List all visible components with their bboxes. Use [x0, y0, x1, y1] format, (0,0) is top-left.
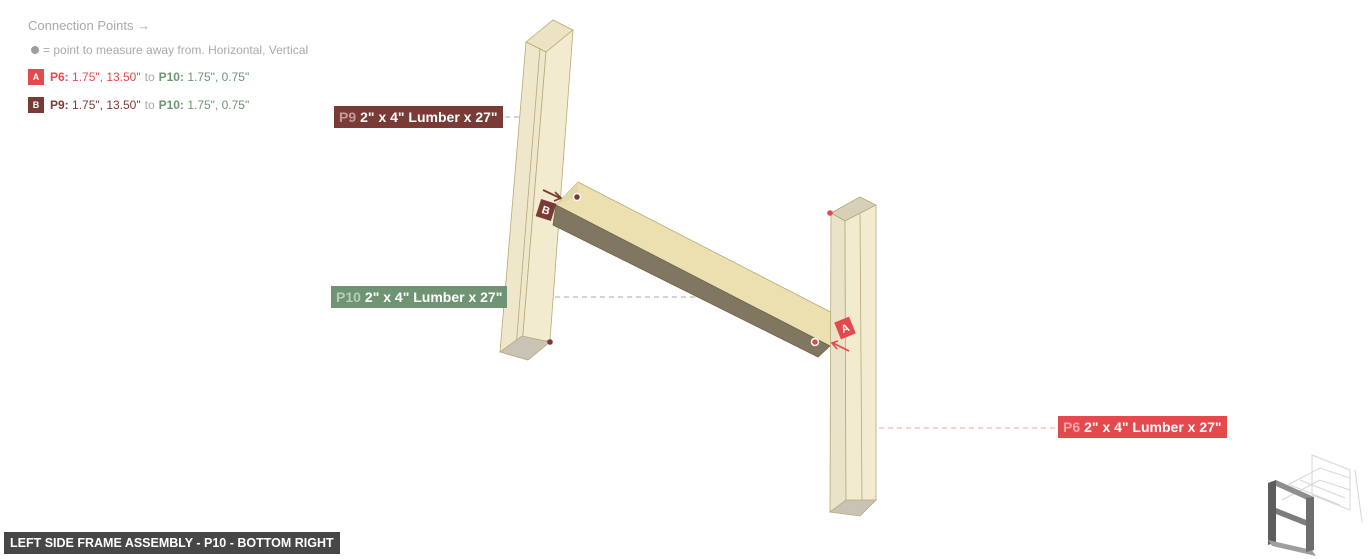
part-id: P10: [336, 289, 361, 305]
part-p6-post[interactable]: [827, 196, 877, 517]
measure-point-icon: [31, 46, 39, 54]
marker-a-label: A: [839, 322, 851, 336]
to-part: P10:: [158, 98, 184, 112]
legend-note-text: = point to measure away from. Horizontal…: [43, 43, 309, 57]
part-id: P6: [1063, 419, 1081, 435]
legend-row-b: B P9: 1.75", 13.50" to P10: 1.75", 0.75": [28, 97, 308, 113]
legend-row-a: A P6: 1.75", 13.50" to P10: 1.75", 0.75": [28, 69, 308, 85]
from-part: P9:: [50, 98, 69, 112]
badge-b: B: [28, 97, 44, 113]
from-value: 1.75", 13.50": [72, 98, 141, 112]
connection-points-legend: Connection Points → = point to measure a…: [28, 16, 308, 113]
part-p10-beam[interactable]: [552, 181, 851, 358]
legend-title: Connection Points →: [28, 18, 151, 33]
part-label: 2" x 4" Lumber x 27": [364, 289, 503, 305]
marker-b[interactable]: B: [535, 189, 563, 222]
step-title: LEFT SIDE FRAME ASSEMBLY - P10 - BOTTOM …: [4, 532, 340, 554]
to-value: 1.75", 0.75": [187, 98, 250, 112]
from-value: 1.75", 13.50": [72, 70, 141, 84]
assembly-thumbnail[interactable]: [1268, 454, 1363, 556]
part-label: 2" x 4" Lumber x 27": [1084, 419, 1222, 435]
to-word: to: [144, 98, 155, 112]
to-word: to: [144, 70, 155, 84]
from-part: P6:: [50, 70, 69, 84]
marker-a[interactable]: A: [830, 316, 856, 352]
part-label: 2" x 4" Lumber x 27": [360, 109, 498, 125]
to-value: 1.75", 0.75": [187, 70, 250, 84]
part-p9-post[interactable]: [499, 19, 574, 361]
to-part: P10:: [158, 70, 184, 84]
legend-note: = point to measure away from. Horizontal…: [31, 43, 308, 57]
badge-a: A: [28, 69, 44, 85]
marker-b-label: B: [540, 204, 551, 218]
part-id: P9: [339, 109, 357, 125]
